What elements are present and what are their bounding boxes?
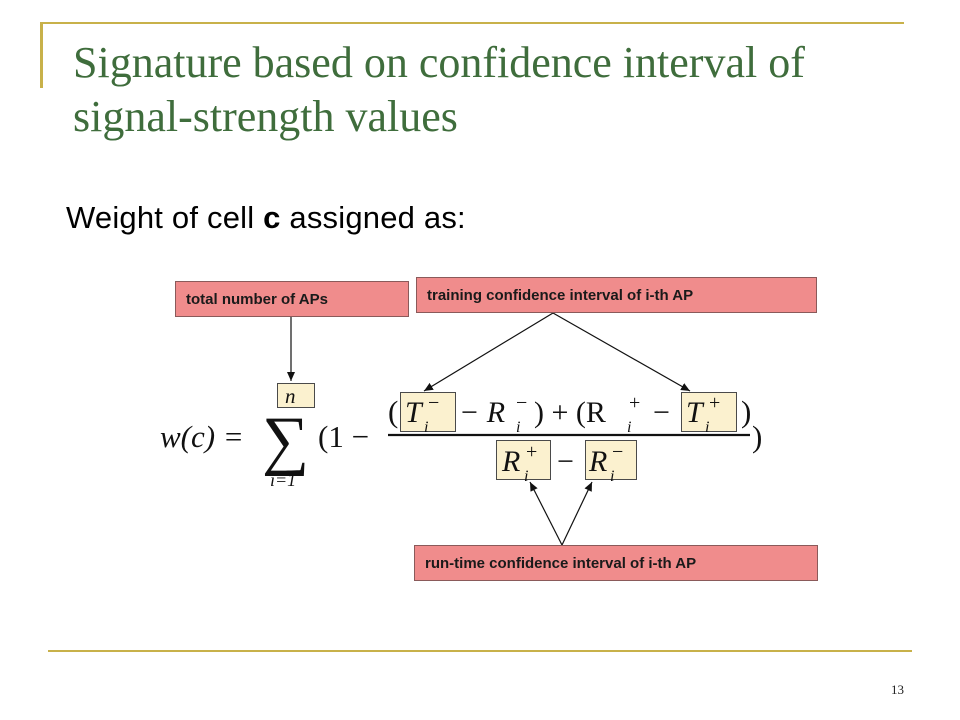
highlight-sum-upper <box>277 383 315 408</box>
subtitle-prefix: Weight of cell <box>66 200 264 235</box>
page-number: 13 <box>891 682 904 697</box>
t-plus-sub: i <box>705 419 709 436</box>
one-minus: (1 − <box>318 419 369 454</box>
r-plus-sub: i <box>627 419 631 436</box>
t-minus-sup: − <box>428 392 439 414</box>
minus-r-sub: i <box>516 419 520 436</box>
outer-close-paren: ) <box>752 419 762 454</box>
subtitle-variable: c <box>263 200 281 235</box>
r-plus-sup: + <box>629 392 640 414</box>
den-r-plus-sub: i <box>524 468 528 485</box>
t-minus-base: T <box>405 396 424 429</box>
arrow-to-r-minus <box>561 481 593 546</box>
arrow-to-t-plus <box>552 312 691 392</box>
top-rule <box>40 22 904 24</box>
numerator-middle: ) + (R <box>534 396 606 429</box>
t-plus-sup: + <box>709 392 720 414</box>
numerator-close: ) <box>741 394 751 429</box>
sigma-symbol: ∑ <box>262 404 309 477</box>
sum-lower: i=1 <box>270 470 296 490</box>
arrow-to-r-plus <box>529 481 563 546</box>
highlight-r-minus <box>585 440 637 480</box>
subtitle-suffix: assigned as: <box>280 200 466 235</box>
t-minus-sub: i <box>424 419 428 436</box>
minus-r-sup: − <box>516 392 527 414</box>
numerator-open: ( <box>388 394 398 429</box>
slide-subtitle: Weight of cell c assigned as: <box>66 200 466 236</box>
highlight-r-plus <box>496 440 551 480</box>
highlight-t-plus <box>681 392 737 432</box>
minus-r-base: − R <box>459 396 505 429</box>
bottom-rule <box>48 650 912 652</box>
left-accent-bar <box>40 22 43 88</box>
formula-lhs: w(c) = <box>160 419 244 454</box>
numerator-minus: − <box>653 396 670 429</box>
callout-runtime-ci: run-time confidence interval of i-th AP <box>414 545 818 581</box>
den-r-minus-base: R <box>588 445 607 478</box>
highlight-t-minus <box>400 392 456 432</box>
t-plus-base: T <box>686 396 705 429</box>
arrow-to-t-minus <box>423 312 554 392</box>
callout-training-ci: training confidence interval of i-th AP <box>416 277 817 313</box>
den-r-minus-sub: i <box>610 468 614 485</box>
den-r-plus-sup: + <box>526 441 537 463</box>
callout-total-aps: total number of APs <box>175 281 409 317</box>
den-r-plus-base: R <box>501 445 520 478</box>
den-r-minus-sup: − <box>612 441 623 463</box>
slide-title: Signature based on confidence interval o… <box>73 38 805 141</box>
den-minus: − <box>557 445 574 478</box>
sum-upper: n <box>285 384 296 408</box>
